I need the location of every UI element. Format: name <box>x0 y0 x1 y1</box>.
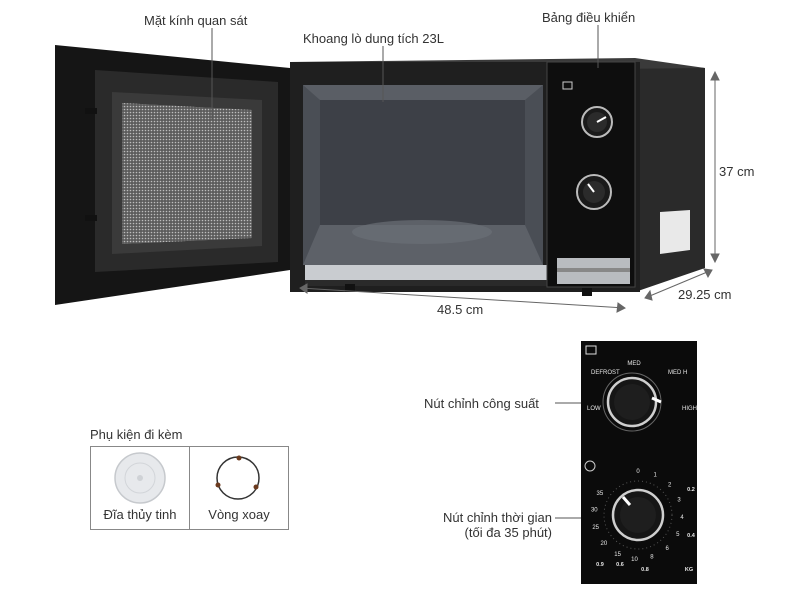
weight-mark: 0.8 <box>641 567 649 573</box>
power-knob-label: Nút chỉnh công suất <box>424 396 539 411</box>
accessory-item: Đĩa thủy tinh <box>91 447 189 529</box>
accessories-box: Đĩa thủy tinh Vòng xoay <box>90 446 289 530</box>
timer-mark: 20 <box>601 541 608 547</box>
svg-text:MED: MED <box>627 361 641 367</box>
timer-mark: 6 <box>666 546 670 552</box>
svg-text:MED H: MED H <box>668 370 687 376</box>
timer-knob-label: Nút chỉnh thời gian (tối đa 35 phút) <box>420 510 552 540</box>
timer-knob-label-line2: (tối đa 35 phút) <box>464 525 552 540</box>
timer-knob-label-line1: Nút chỉnh thời gian <box>443 510 552 525</box>
accessories-divider <box>189 447 190 529</box>
timer-mark: 35 <box>597 491 604 497</box>
timer-mark: 5 <box>676 532 680 538</box>
accessories-title: Phụ kiện đi kèm <box>90 427 183 442</box>
control-panel-closeup: MED DEFROST MED H LOW HIGH 0 1 2 3 4 5 6 8 10 15 2… <box>581 341 697 584</box>
timer-mark: 8 <box>650 555 654 561</box>
svg-text:LOW: LOW <box>587 406 601 412</box>
microwave-body <box>290 58 705 296</box>
timer-mark: 15 <box>614 552 621 558</box>
accessory-label: Vòng xoay <box>208 507 270 522</box>
timer-mark: 1 <box>654 473 658 479</box>
timer-mark: 3 <box>677 497 681 503</box>
timer-mark: 30 <box>591 508 598 514</box>
accessory-item: Vòng xoay <box>190 447 288 529</box>
control-panel-label: Bảng điều khiển <box>542 10 636 25</box>
weight-mark: 0.6 <box>616 562 624 568</box>
height-label: 37 cm <box>719 164 755 179</box>
svg-text:DEFROST: DEFROST <box>591 370 620 376</box>
timer-mark: 2 <box>668 483 672 489</box>
weight-mark: 0.2 <box>687 487 695 493</box>
cavity-label: Khoang lò dung tích 23L <box>303 31 444 46</box>
timer-mark: 4 <box>680 515 684 521</box>
window-glass-label: Mặt kính quan sát <box>144 13 248 28</box>
microwave-door <box>55 45 290 305</box>
weight-mark: 0.4 <box>687 533 696 539</box>
dimension-arrows <box>299 70 720 313</box>
timer-mark: 10 <box>631 557 638 563</box>
roller-ring-icon <box>215 455 260 500</box>
timer-mark: 25 <box>592 525 599 531</box>
weight-mark: KG <box>685 567 693 573</box>
width-label: 48.5 cm <box>437 302 484 317</box>
depth-label: 29.25 cm <box>678 287 732 302</box>
svg-text:HIGH: HIGH <box>682 406 697 412</box>
weight-mark: 0.9 <box>596 562 604 568</box>
accessory-label: Đĩa thủy tinh <box>103 507 177 522</box>
timer-mark: 0 <box>636 469 640 475</box>
glass-plate-icon <box>114 452 166 504</box>
